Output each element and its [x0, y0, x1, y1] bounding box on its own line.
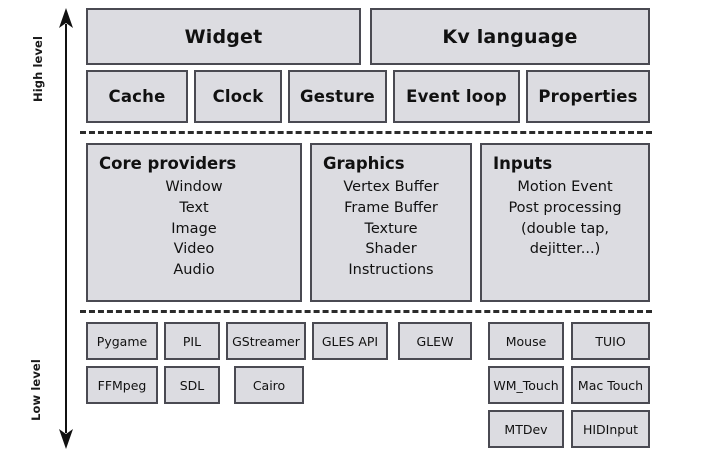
separator-lower	[80, 310, 652, 313]
box-backend-pygame-label: Pygame	[96, 333, 148, 349]
box-backend-gles-api[interactable]: GLES API	[312, 322, 388, 360]
inputs-item: Motion Event	[517, 179, 613, 196]
box-gesture[interactable]: Gesture	[288, 70, 387, 123]
box-core-providers-title: Core providers	[99, 154, 237, 173]
box-event-loop[interactable]: Event loop	[393, 70, 520, 123]
inputs-item: (double tap,	[520, 220, 610, 237]
box-backend-glew-label: GLEW	[416, 333, 454, 349]
box-inputs-items: Motion Event Post processing (double tap…	[482, 177, 648, 260]
box-backend-pil-label: PIL	[182, 333, 202, 349]
graphics-item: Shader	[365, 241, 417, 258]
level-axis-arrow	[59, 8, 73, 449]
graphics-item: Texture	[364, 220, 418, 237]
axis-label-high-level: High level	[31, 36, 45, 102]
box-backend-glew[interactable]: GLEW	[398, 322, 472, 360]
box-backend-wm-touch-label: WM_Touch	[493, 377, 559, 393]
box-backend-ffmpeg-label: FFMpeg	[97, 377, 147, 393]
box-widget-label: Widget	[184, 25, 263, 48]
box-inputs[interactable]: Inputs Motion Event Post processing (dou…	[480, 143, 650, 302]
box-graphics-items: Vertex Buffer Frame Buffer Texture Shade…	[312, 177, 470, 281]
box-widget[interactable]: Widget	[86, 8, 361, 65]
box-cache-label: Cache	[108, 87, 166, 106]
box-backend-sdl[interactable]: SDL	[164, 366, 220, 404]
box-core-providers[interactable]: Core providers Window Text Image Video A…	[86, 143, 302, 302]
box-backend-cairo[interactable]: Cairo	[234, 366, 304, 404]
box-backend-cairo-label: Cairo	[252, 377, 286, 393]
box-backend-tuio[interactable]: TUIO	[571, 322, 650, 360]
core-provider-item: Window	[165, 179, 223, 196]
graphics-item: Vertex Buffer	[343, 179, 439, 196]
box-graphics[interactable]: Graphics Vertex Buffer Frame Buffer Text…	[310, 143, 472, 302]
box-backend-mac-touch-label: Mac Touch	[577, 377, 644, 393]
box-backend-gstreamer[interactable]: GStreamer	[226, 322, 306, 360]
box-core-providers-items: Window Text Image Video Audio	[88, 177, 300, 281]
box-backend-mouse[interactable]: Mouse	[488, 322, 564, 360]
box-properties[interactable]: Properties	[526, 70, 650, 123]
box-backend-mac-touch[interactable]: Mac Touch	[571, 366, 650, 404]
box-backend-ffmpeg[interactable]: FFMpeg	[86, 366, 158, 404]
box-backend-mouse-label: Mouse	[505, 333, 547, 349]
core-provider-item: Audio	[173, 262, 215, 279]
inputs-item: Post processing	[508, 200, 622, 216]
graphics-item: Frame Buffer	[344, 200, 438, 216]
box-backend-pil[interactable]: PIL	[164, 322, 220, 360]
box-backend-pygame[interactable]: Pygame	[86, 322, 158, 360]
box-gesture-label: Gesture	[300, 87, 375, 106]
axis-label-low-level: Low level	[29, 359, 43, 421]
box-cache[interactable]: Cache	[86, 70, 188, 123]
box-clock-label: Clock	[212, 87, 264, 106]
box-graphics-title: Graphics	[323, 154, 405, 173]
core-provider-item: Text	[179, 200, 209, 216]
box-event-loop-label: Event loop	[406, 87, 507, 106]
box-clock[interactable]: Clock	[194, 70, 282, 123]
box-backend-gstreamer-label: GStreamer	[232, 333, 300, 349]
box-properties-label: Properties	[538, 87, 638, 106]
box-backend-tuio-label: TUIO	[595, 333, 626, 349]
graphics-item: Instructions	[348, 262, 434, 279]
box-backend-mtdev[interactable]: MTDev	[488, 410, 564, 448]
box-backend-mtdev-label: MTDev	[504, 421, 548, 437]
separator-upper	[80, 131, 652, 134]
box-backend-hidinput[interactable]: HIDInput	[571, 410, 650, 448]
box-kv-language-label: Kv language	[442, 25, 578, 48]
core-provider-item: Image	[171, 220, 217, 237]
box-backend-hidinput-label: HIDInput	[582, 421, 639, 437]
box-inputs-title: Inputs	[493, 154, 553, 173]
box-kv-language[interactable]: Kv language	[370, 8, 650, 65]
box-backend-sdl-label: SDL	[179, 377, 205, 393]
inputs-item: dejitter...)	[529, 241, 601, 258]
box-backend-gles-api-label: GLES API	[321, 333, 379, 349]
box-backend-wm-touch[interactable]: WM_Touch	[488, 366, 564, 404]
core-provider-item: Video	[173, 241, 215, 258]
